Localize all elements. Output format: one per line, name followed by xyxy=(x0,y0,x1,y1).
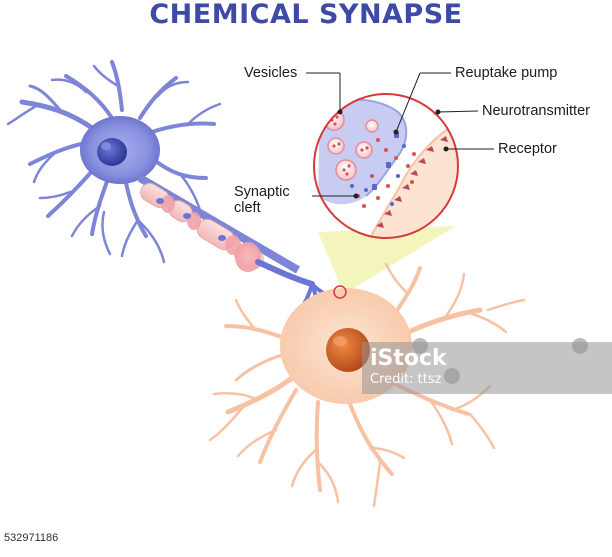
axon xyxy=(137,174,343,318)
presynaptic-nucleus xyxy=(97,138,127,166)
label-synaptic-cleft-line2: cleft xyxy=(234,200,261,216)
receptors xyxy=(376,124,458,228)
zoom-inset xyxy=(313,93,459,239)
label-neurotransmitter: Neurotransmitter xyxy=(482,103,590,119)
watermark-bar xyxy=(362,342,612,394)
presynaptic-dendrites xyxy=(6,60,222,264)
watermark-credit-name: ttsz xyxy=(417,372,442,387)
watermark-credit: Credit: ttsz xyxy=(370,372,441,387)
watermark-credit-prefix: Credit: xyxy=(370,372,414,387)
label-reuptake-pump: Reuptake pump xyxy=(455,65,558,81)
stock-id: 532971186 xyxy=(4,532,59,544)
diagram-title: CHEMICAL SYNAPSE xyxy=(149,0,463,30)
label-receptor: Receptor xyxy=(498,141,557,157)
leader-lines xyxy=(306,72,494,199)
label-synaptic-cleft: Synaptic cleft xyxy=(234,184,290,216)
label-synaptic-cleft-line1: Synaptic xyxy=(234,184,290,200)
synapse-marker xyxy=(333,285,347,299)
watermark-brand: iStock xyxy=(370,346,447,371)
label-vesicles: Vesicles xyxy=(244,65,298,81)
zoom-beam xyxy=(318,226,456,294)
